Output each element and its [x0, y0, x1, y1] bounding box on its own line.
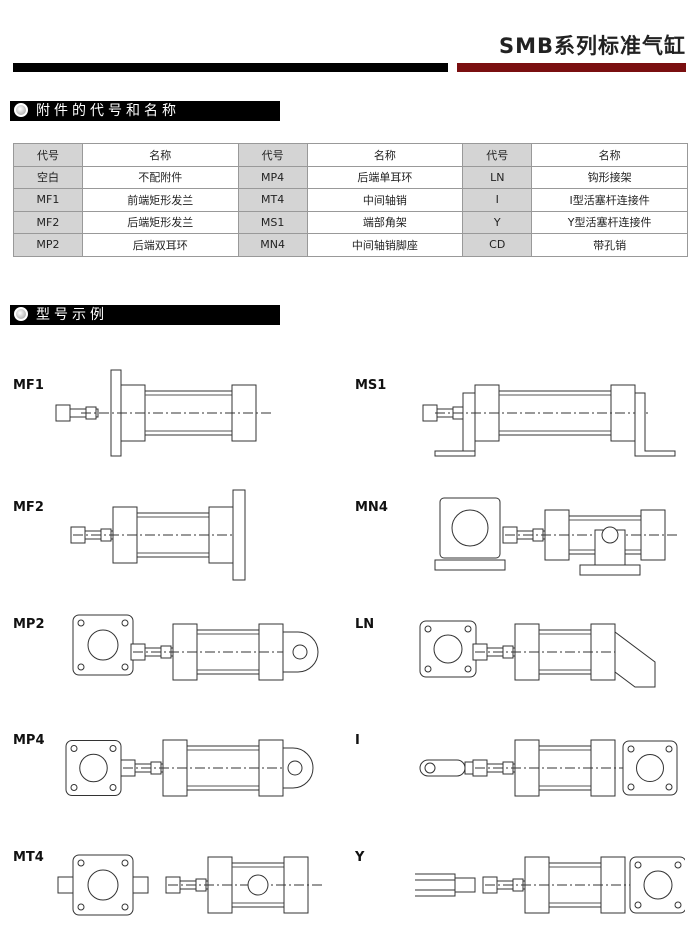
cylinder-drawing-mp4 [65, 739, 314, 797]
cylinder-drawing-ms1 [422, 384, 676, 457]
example-label-i: I [355, 733, 360, 748]
cylinder-drawing-mn4 [434, 497, 680, 576]
section-header-examples: 型号示例 [10, 305, 280, 325]
example-label-mf2: MF2 [13, 500, 44, 515]
header-cell: 名称 [531, 143, 688, 167]
header-cell: 名称 [306, 143, 464, 167]
cylinder-drawing-mf1 [55, 369, 271, 457]
name-cell: Y型活塞杆连接件 [531, 210, 688, 234]
code-cell: MN4 [237, 233, 308, 257]
cylinder-drawing-mf2 [70, 489, 248, 581]
example-label-mf1: MF1 [13, 378, 44, 393]
code-cell: MT4 [237, 188, 308, 212]
page-title: SMB系列标准气缸 [498, 34, 686, 58]
example-label-mp2: MP2 [13, 617, 45, 632]
header-cell: 名称 [81, 143, 239, 167]
header-cell: 代号 [13, 143, 83, 167]
header-bar-black [13, 63, 448, 72]
code-cell: Y [462, 210, 533, 234]
name-cell: 后端矩形发兰 [81, 210, 239, 234]
code-cell: MF2 [13, 210, 83, 234]
section-title: 附件的代号和名称 [36, 103, 180, 119]
name-cell: 带孔销 [531, 233, 688, 257]
name-cell: 后端单耳环 [306, 165, 464, 189]
example-label-ln: LN [355, 617, 375, 632]
example-label-mt4: MT4 [13, 850, 44, 865]
section-title: 型号示例 [36, 307, 108, 323]
name-cell: 钩形接架 [531, 165, 688, 189]
bullet-icon [14, 103, 28, 117]
code-cell: MF1 [13, 188, 83, 212]
code-cell: LN [462, 165, 533, 189]
name-cell: 端部角架 [306, 210, 464, 234]
table-header-row: 代号 名称 代号 名称 代号 名称 [13, 143, 688, 167]
example-label-mp4: MP4 [13, 733, 45, 748]
cylinder-drawing-ln [419, 620, 656, 688]
name-cell: I型活塞杆连接件 [531, 188, 688, 212]
header-cell: 代号 [237, 143, 308, 167]
code-cell: I [462, 188, 533, 212]
example-label-y: Y [355, 850, 365, 865]
example-label-ms1: MS1 [355, 378, 387, 393]
cylinder-drawing-y [415, 856, 685, 914]
name-cell: 中间轴销脚座 [306, 233, 464, 257]
code-cell: 空白 [13, 165, 83, 189]
name-cell: 后端双耳环 [81, 233, 239, 257]
name-cell: 中间轴销 [306, 188, 464, 212]
code-cell: MP4 [237, 165, 308, 189]
code-cell: MP2 [13, 233, 83, 257]
cylinder-drawing-i [419, 739, 678, 797]
section-header-accessories: 附件的代号和名称 [10, 101, 280, 121]
name-cell: 前端矩形发兰 [81, 188, 239, 212]
header-cell: 代号 [462, 143, 533, 167]
cylinder-drawing-mp2 [72, 614, 319, 681]
header-bar-red [457, 63, 686, 72]
bullet-icon [14, 307, 28, 321]
name-cell: 不配附件 [81, 165, 239, 189]
code-cell: CD [462, 233, 533, 257]
example-label-mn4: MN4 [355, 500, 388, 515]
cylinder-drawing-mt4 [57, 854, 323, 916]
code-cell: MS1 [237, 210, 308, 234]
